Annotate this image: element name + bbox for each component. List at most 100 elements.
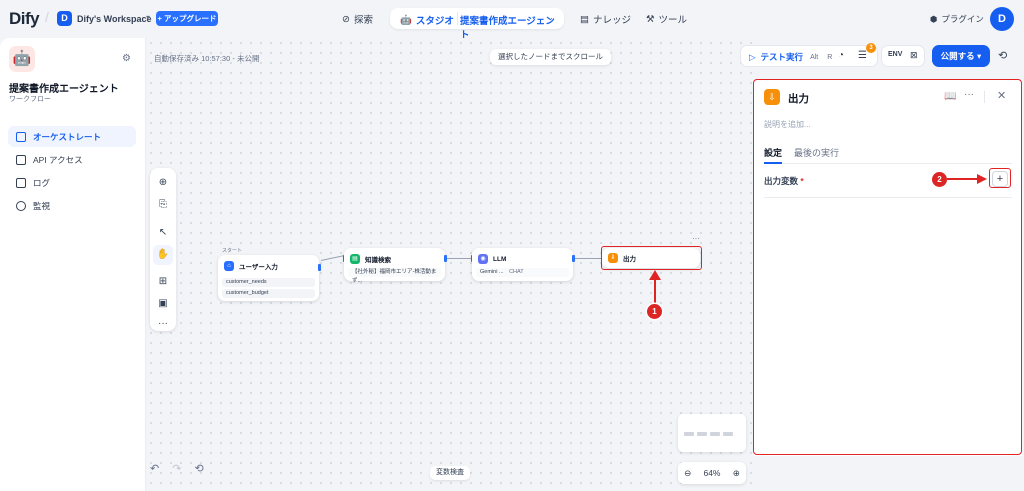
zoom-controls: ⊖ 64% ⊕ <box>678 462 746 484</box>
dify-logo[interactable]: Dify <box>9 9 40 28</box>
model-name: Gemini ... <box>480 269 504 275</box>
output-icon: ⇩ <box>764 89 780 105</box>
zoom-in-icon[interactable]: ⊕ <box>732 467 740 478</box>
pointer-icon[interactable]: ↖ <box>158 227 168 238</box>
node-title: 知識検索 <box>365 257 391 264</box>
nav-explore[interactable]: ⊘ 探索 <box>342 12 373 27</box>
add-node-icon[interactable]: ⊕ <box>158 177 168 188</box>
monitor-icon <box>16 200 26 211</box>
nav-studio[interactable]: 🤖スタジオ 提案書作成エージェント ⌄ <box>390 8 564 41</box>
sidebar-item-monitor[interactable]: 監視 <box>8 195 136 216</box>
more-icon[interactable]: ··· <box>158 318 168 329</box>
sliders-icon[interactable]: ⚙ <box>122 53 131 64</box>
current-app-selector[interactable]: 提案書作成エージェント <box>460 16 555 41</box>
node-more-icon[interactable]: ··· <box>692 234 700 243</box>
brain-icon: ◉ <box>478 254 488 264</box>
home-icon: ⌂ <box>224 261 234 271</box>
node-title: 出力 <box>623 256 636 263</box>
history-icon[interactable]: ⟲ <box>194 463 204 475</box>
annotation-highlight <box>753 79 1022 455</box>
run-history-icon[interactable]: ◔ <box>838 50 845 61</box>
scroll-to-selected-node-button[interactable]: 選択したノードまでスクロール <box>490 49 611 65</box>
workspace-name[interactable]: Dify's Workspace <box>77 14 152 24</box>
conversation-variables-icon[interactable]: ⊠ <box>910 50 918 60</box>
publish-button[interactable]: 公開する ▾ <box>932 45 990 67</box>
app-title: 提案書作成エージェント <box>9 84 119 95</box>
knowledge-retrieval-node[interactable]: ▤ 知識検索 【社外秘】福岡市エリア-株活動まず... <box>344 248 445 284</box>
add-note-icon[interactable]: ⎘ <box>159 199 167 210</box>
output-icon: ⇩ <box>608 253 618 263</box>
app-sidebar: 🤖 ⚙ 提案書作成エージェント ワークフロー オーケストレート API アクセス… <box>0 38 146 491</box>
output-node[interactable]: ⇩ 出力 <box>602 248 700 268</box>
nav-knowledge-label: ナレッジ <box>592 15 631 26</box>
app-type: ワークフロー <box>9 96 51 103</box>
user-input-node[interactable]: ⌂ ユーザー入力 customer_needs customer_budget <box>218 255 319 301</box>
node-settings-panel: ⇩ 出力 📖 ··· ✕ 説明を追加... 設定 最後の実行 出力変数 * + <box>754 80 1022 456</box>
sidebar-item-orchestrate[interactable]: オーケストレート <box>8 126 136 147</box>
user-avatar[interactable]: D <box>990 7 1014 31</box>
edge <box>320 255 344 261</box>
version-history-icon[interactable]: ⟲ <box>998 50 1008 62</box>
nav-tools-label: ツール <box>658 15 688 26</box>
plugins-label: プラグイン <box>941 14 984 24</box>
log-icon <box>16 177 26 188</box>
checklist-icon[interactable]: ☰ <box>858 50 867 61</box>
tab-settings[interactable]: 設定 <box>764 146 783 164</box>
close-icon[interactable]: ✕ <box>997 90 1007 102</box>
sidebar-item-api-access[interactable]: API アクセス <box>8 149 136 170</box>
canvas-toolbar: ⊕ ⎘ ↖ ✋ ⊞ ▣ ··· <box>150 168 176 331</box>
dataset-item: 【社外秘】福岡市エリア-株活動まず... <box>348 268 441 284</box>
input-variable: customer_needs <box>222 278 315 287</box>
env-variables-icon[interactable]: ENV <box>888 51 903 58</box>
minimap[interactable] <box>678 414 746 452</box>
llm-node[interactable]: ◉ LLM Gemini ... CHAT <box>472 248 573 281</box>
minimap-toggle-icon[interactable]: ▣ <box>158 298 168 309</box>
workflow-canvas[interactable]: 自動保存済み 10:57:30 - 未公開 選択したノードまでスクロール ⊕ ⎘… <box>146 38 754 491</box>
divider <box>457 12 458 25</box>
node-handle[interactable] <box>572 255 575 262</box>
workspace-avatar[interactable]: D <box>57 11 72 26</box>
test-run-button[interactable]: ▷ テスト実行 Alt R ◔ ☰ <box>740 45 878 67</box>
zoom-out-icon[interactable]: ⊖ <box>684 467 692 478</box>
checklist-count-badge: 3 <box>866 43 876 53</box>
organize-icon[interactable]: ⊞ <box>158 276 168 287</box>
model-selector: Gemini ... CHAT <box>476 268 569 277</box>
nav-tools[interactable]: ⚒ ツール <box>646 12 688 27</box>
undo-icon[interactable]: ↶ <box>150 463 160 475</box>
chevron-down-icon[interactable]: ⌄ <box>547 13 554 22</box>
node-handle[interactable] <box>444 255 447 262</box>
shortcut-key: R <box>827 53 833 61</box>
divider <box>764 197 1012 198</box>
description-input[interactable]: 説明を追加... <box>764 120 811 129</box>
more-icon[interactable]: ··· <box>964 89 974 100</box>
output-variables-label: 出力変数 * <box>764 175 804 187</box>
sidebar-item-logs[interactable]: ログ <box>8 172 136 193</box>
minimap-node <box>723 432 733 436</box>
nav-knowledge[interactable]: ▤ ナレッジ <box>580 12 631 27</box>
compass-icon: ⊘ <box>342 13 350 25</box>
env-buttons: ENV ⊠ <box>881 45 925 67</box>
book-icon: ▤ <box>580 13 589 25</box>
tab-last-run[interactable]: 最後の実行 <box>794 148 840 158</box>
variable-inspect-button[interactable]: 変数検査 <box>430 466 470 480</box>
nav-explore-label: 探索 <box>353 15 373 26</box>
breadcrumb-separator: / <box>45 9 49 25</box>
nav-studio-label: スタジオ <box>415 16 454 27</box>
node-handle[interactable] <box>318 264 321 271</box>
test-run-label: テスト実行 <box>760 52 804 62</box>
book-icon[interactable]: 📖 <box>944 91 957 102</box>
model-mode: CHAT <box>509 269 524 275</box>
zoom-level[interactable]: 64% <box>703 468 721 478</box>
node-title: ユーザー入力 <box>239 264 278 271</box>
redo-icon[interactable]: ↷ <box>172 463 182 475</box>
upgrade-button[interactable]: + アップグレード <box>156 11 218 26</box>
plugins-button[interactable]: ⬢ プラグイン <box>930 13 984 25</box>
input-variable: customer_budget <box>222 289 315 298</box>
sidebar-item-label: 監視 <box>33 200 51 211</box>
terminal-icon <box>16 154 26 165</box>
add-output-variable-button[interactable]: + <box>992 171 1008 187</box>
hand-icon[interactable]: ✋ <box>153 245 173 265</box>
sidebar-menu: オーケストレート API アクセス ログ 監視 <box>8 126 136 218</box>
chevron-down-icon[interactable]: ▾ <box>146 13 151 22</box>
panel-title[interactable]: 出力 <box>788 93 809 105</box>
